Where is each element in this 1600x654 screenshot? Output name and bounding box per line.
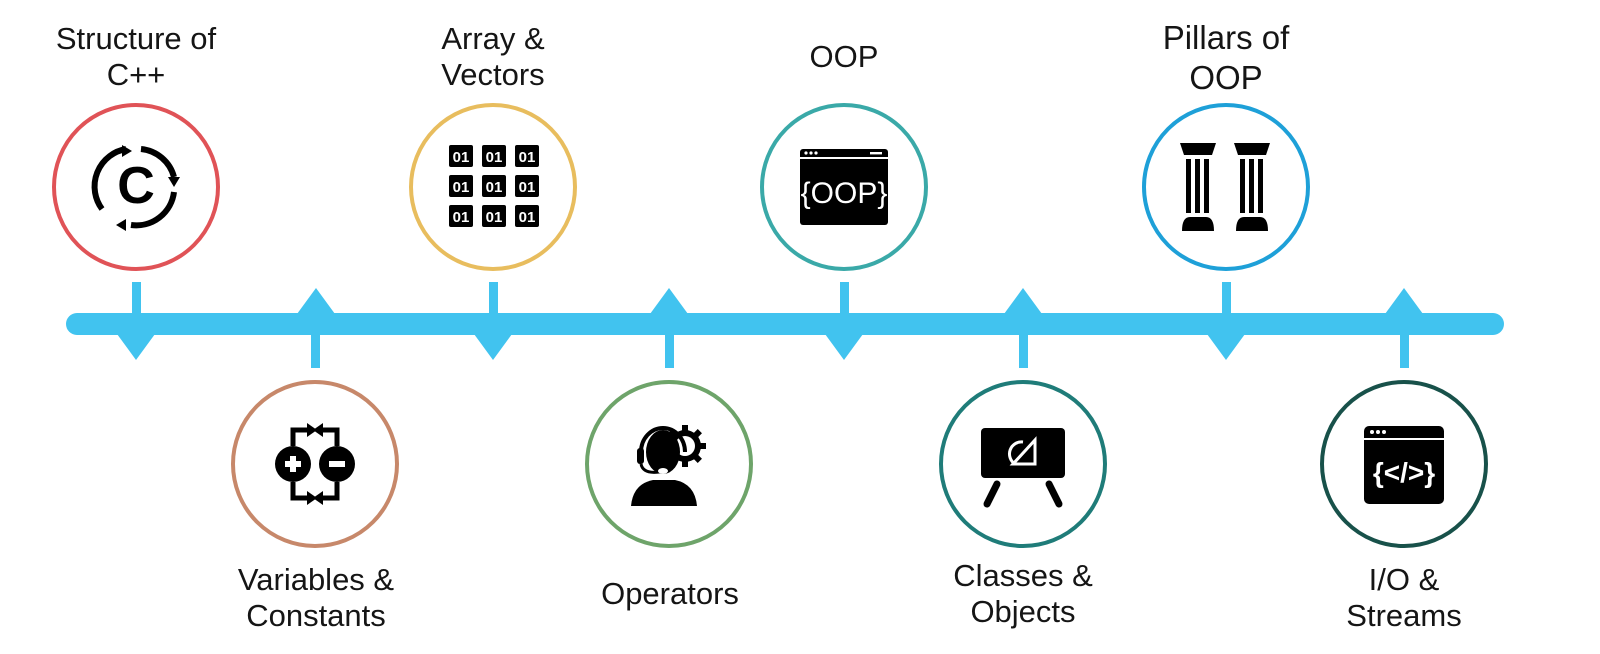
cpp-copyright-cycle-icon: C [91, 145, 180, 231]
connector-stem [840, 282, 849, 314]
binary-tile: 01 [449, 205, 473, 227]
milestone-node [231, 380, 399, 548]
milestone-node: {</>} [1320, 380, 1488, 548]
svg-text:01: 01 [453, 179, 470, 196]
label-line: C++ [106, 57, 166, 92]
connector-pointer [297, 288, 335, 314]
connector-stem [311, 334, 320, 368]
code-window-icon: {</>} [1364, 426, 1444, 504]
blackboard-easel-icon [981, 428, 1065, 508]
connector-stem [665, 334, 674, 368]
svg-text:01: 01 [453, 149, 470, 166]
milestone-label: Pillars of OOP [1106, 18, 1346, 98]
label-line: Array & [441, 21, 545, 56]
svg-text:{</>}: {</>} [1373, 457, 1435, 488]
label-line: Streams [1346, 598, 1462, 633]
pillars-icon [1180, 143, 1270, 231]
svg-text:01: 01 [519, 209, 536, 226]
connector-stem [1222, 282, 1231, 314]
milestone-node [1142, 103, 1310, 271]
connector-stem [1400, 334, 1409, 368]
plus-minus-exchange-icon [275, 423, 355, 505]
connector-pointer [1004, 288, 1042, 314]
milestone-node [585, 380, 753, 548]
svg-text:01: 01 [519, 179, 536, 196]
connector-pointer [1385, 288, 1423, 314]
milestone-node: 01 01 01 01 01 01 01 01 01 [409, 103, 577, 271]
milestone-label: Structure of C++ [16, 21, 256, 93]
connector-pointer [474, 334, 512, 360]
connector-pointer [1207, 334, 1245, 360]
label-line: Classes & [953, 558, 1093, 593]
connector-stem [1019, 334, 1028, 368]
binary-grid-icon: 01 01 01 01 01 01 01 01 01 [449, 145, 539, 227]
svg-text:01: 01 [486, 179, 503, 196]
connector-pointer [650, 288, 688, 314]
milestone-node [939, 380, 1107, 548]
milestone-label: Classes & Objects [903, 558, 1143, 630]
milestone-label: I/O & Streams [1284, 562, 1524, 634]
label-line: I/O & [1368, 562, 1440, 597]
milestone-label: Variables & Constants [196, 562, 436, 634]
svg-text:{OOP}: {OOP} [801, 177, 888, 210]
binary-tile: 01 [515, 205, 539, 227]
label-line: Structure of [55, 21, 217, 56]
timeline-bar [66, 313, 1504, 335]
label-line: OOP [809, 39, 879, 74]
svg-text:01: 01 [519, 149, 536, 166]
binary-tile: 01 [482, 145, 506, 167]
svg-text:C: C [117, 157, 155, 215]
label-line: OOP [1189, 59, 1263, 96]
binary-tile: 01 [482, 205, 506, 227]
milestone-label: Array & Vectors [373, 21, 613, 93]
connector-pointer [117, 334, 155, 360]
svg-text:01: 01 [486, 149, 503, 166]
svg-text:01: 01 [453, 209, 470, 226]
milestone-node: {OOP} [760, 103, 928, 271]
svg-text:01: 01 [486, 209, 503, 226]
label-line: Constants [246, 598, 386, 633]
binary-tile: 01 [449, 145, 473, 167]
binary-tile: 01 [515, 145, 539, 167]
connector-stem [489, 282, 498, 314]
milestone-node: C [52, 103, 220, 271]
connector-pointer [825, 334, 863, 360]
binary-tile: 01 [482, 175, 506, 197]
label-line: Vectors [441, 57, 545, 92]
oop-window-icon: {OOP} [800, 149, 888, 225]
label-line: Variables & [237, 562, 395, 597]
label-line: Pillars of [1162, 19, 1290, 56]
milestone-label: Operators [550, 576, 790, 612]
label-line: Operators [601, 576, 739, 611]
milestone-label: OOP [724, 39, 964, 75]
binary-tile: 01 [449, 175, 473, 197]
operator-headset-gear-icon [631, 425, 706, 506]
connector-stem [132, 282, 141, 314]
label-line: Objects [970, 594, 1076, 629]
binary-tile: 01 [515, 175, 539, 197]
